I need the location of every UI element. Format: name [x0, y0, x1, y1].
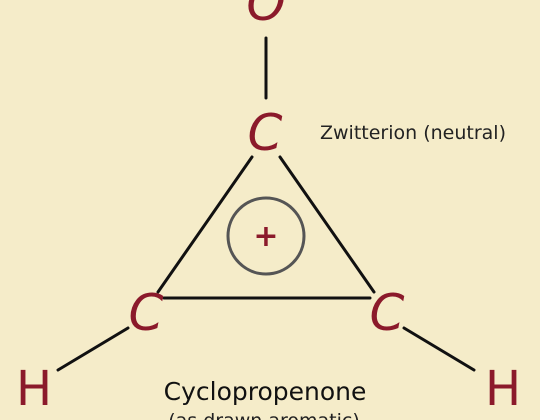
bond-c-c-left — [156, 155, 254, 294]
bond-c-h-left — [56, 326, 130, 372]
bond-c-c-right — [278, 155, 376, 294]
atom-carbon-right: C — [370, 284, 405, 342]
ring-charge-plus: + — [253, 219, 278, 254]
atom-oxygen: O — [246, 0, 285, 32]
aromatic-charge-circle — [226, 196, 306, 276]
atom-carbon-left: C — [129, 284, 164, 342]
zwitterion-annotation: Zwitterion (neutral) — [320, 122, 506, 144]
diagram-title: Cyclopropenone — [164, 377, 367, 406]
atom-carbonyl-carbon: C — [248, 104, 283, 162]
diagram-subtitle: (as drawn aromatic) — [168, 410, 360, 420]
atom-hydrogen-right: H — [485, 361, 521, 417]
atom-hydrogen-left: H — [16, 361, 52, 417]
bond-c-h-right — [402, 326, 476, 372]
